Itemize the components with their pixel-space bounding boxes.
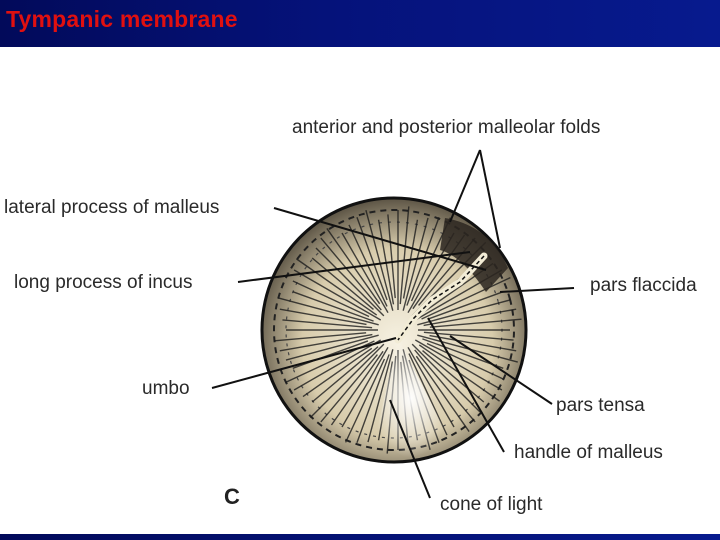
membrane-fibre xyxy=(356,216,388,301)
membrane-fibre xyxy=(293,339,382,391)
membrane-fibre xyxy=(274,332,367,342)
membrane-fibre xyxy=(285,334,379,361)
membrane-fibre xyxy=(341,346,389,428)
membrane-fibre xyxy=(344,358,386,443)
leader-long-process-incus xyxy=(237,251,471,283)
leader-lateral-process xyxy=(273,207,487,271)
membrane-fibre xyxy=(417,299,511,326)
slide-title: Tympanic membrane xyxy=(6,6,238,32)
leader-umbo xyxy=(211,337,397,389)
membrane-fibre xyxy=(414,349,476,423)
membrane-fibre xyxy=(422,350,485,403)
label-lateral-process: lateral process of malleus xyxy=(4,197,219,218)
membrane-fibre xyxy=(414,339,503,391)
membrane-fibre xyxy=(407,346,455,428)
membrane-fibre xyxy=(408,353,448,436)
label-long-process-incus: long process of incus xyxy=(14,272,193,293)
membrane-fibre xyxy=(282,319,373,329)
membrane-fibre xyxy=(330,350,384,426)
membrane-fibre xyxy=(341,232,389,314)
label-cone-of-light: cone of light xyxy=(440,494,543,515)
membrane-fibre xyxy=(423,308,517,327)
membrane-fibre xyxy=(402,217,429,311)
membrane-fibre xyxy=(296,258,378,316)
label-handle-malleus: handle of malleus xyxy=(514,442,663,463)
membrane-fibre xyxy=(315,247,385,317)
membrane-fibre xyxy=(292,340,369,369)
leader-cone-of-light xyxy=(389,399,431,499)
label-malleolar-folds: anterior and posterior malleolar folds xyxy=(292,117,600,138)
membrane-fibre xyxy=(429,334,517,352)
bottom-bar xyxy=(0,534,720,540)
leader-pars-flaccida xyxy=(499,287,575,293)
membrane-fibre xyxy=(365,210,394,311)
membrane-fibre xyxy=(421,276,511,320)
membrane-fibre xyxy=(406,216,440,306)
radial-fibres xyxy=(274,206,522,454)
membrane-fibre xyxy=(423,331,514,341)
membrane-fibre xyxy=(293,269,382,321)
membrane-fibre xyxy=(279,308,367,326)
membrane-fibre xyxy=(311,346,379,403)
membrane-fibre xyxy=(356,354,390,444)
membrane-fibre xyxy=(311,257,374,310)
malleus-handle-outline xyxy=(397,255,485,341)
pars-flaccida-region xyxy=(440,218,508,292)
membrane-fibre xyxy=(302,347,373,398)
label-umbo: umbo xyxy=(142,378,190,399)
figure-letter: C xyxy=(224,484,240,509)
label-pars-tensa: pars tensa xyxy=(556,395,645,416)
leader-pars-tensa xyxy=(449,335,553,405)
membrane-fibre xyxy=(292,280,370,318)
cone-of-light-region xyxy=(372,338,450,458)
membrane-fibre xyxy=(411,343,481,413)
membrane-fibre xyxy=(320,354,378,423)
leader-malleolar-fold-anterior xyxy=(449,149,481,223)
membrane-fibre xyxy=(292,291,374,322)
membrane-fibre xyxy=(426,342,504,380)
membrane-fibre xyxy=(387,214,396,299)
membrane-fibre xyxy=(279,333,373,352)
leader-lines xyxy=(211,149,575,499)
membrane-fibre xyxy=(320,237,382,311)
membrane-fibre xyxy=(399,206,410,305)
membrane-fibre xyxy=(427,291,504,320)
membrane-fibre xyxy=(429,318,522,328)
membrane-fibre xyxy=(415,355,470,432)
leader-malleolar-fold-posterior xyxy=(479,149,501,249)
membrane-fibre xyxy=(278,297,379,326)
leader-handle-malleus xyxy=(427,317,505,453)
title-bar: Tympanic membrane xyxy=(0,0,720,47)
membrane-fibre xyxy=(367,349,394,443)
label-pars-flaccida: pars flaccida xyxy=(590,275,697,296)
membrane-fibre xyxy=(309,343,385,419)
